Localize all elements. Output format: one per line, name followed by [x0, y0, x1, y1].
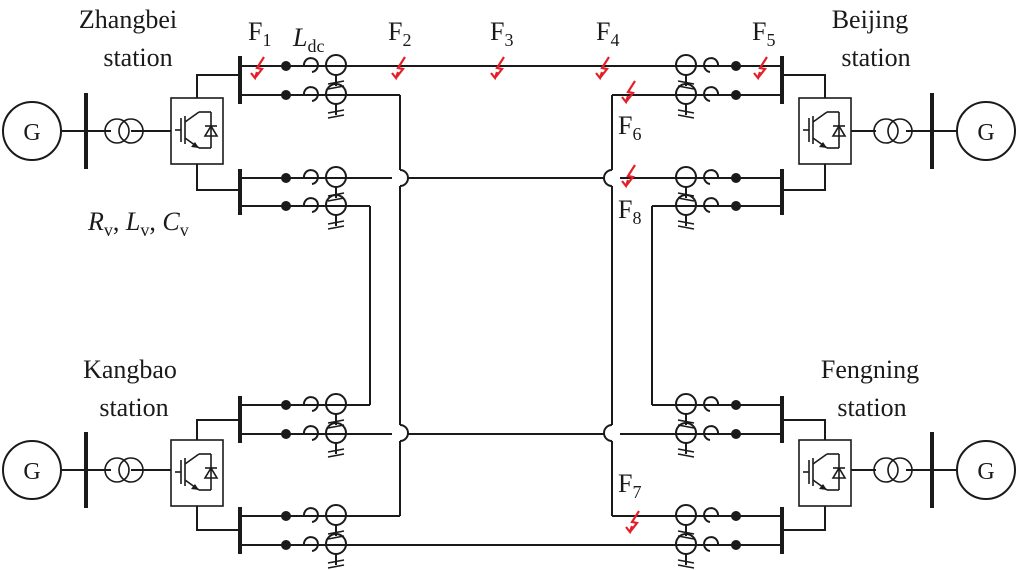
fault-marker-f6 [620, 79, 637, 104]
beijing-label-line1: Beijing [832, 5, 909, 34]
fault-label-f6: F6 [618, 111, 641, 144]
fault-label-f3: F3 [490, 17, 513, 50]
zhangbei-label-line2: station [103, 43, 172, 72]
kangbao-label-line2: station [99, 393, 168, 422]
fault-marker-f2 [390, 55, 407, 80]
fengning-label-line2: station [837, 393, 906, 422]
zhangbei-label-line1: Zhangbei [79, 5, 177, 34]
dc-buses [238, 56, 784, 554]
fault-marker-f4 [594, 55, 611, 80]
fault-markers [249, 55, 769, 534]
line-interfaces [239, 54, 783, 569]
fault-label-f7: F7 [618, 469, 641, 502]
fault-marker-f1 [249, 55, 266, 80]
transmission-lines [240, 65, 782, 546]
fault-label-f8: F8 [618, 195, 641, 228]
valve-parameters-label: Rv, Lv, Cv [87, 207, 189, 240]
fault-label-f4: F4 [596, 17, 619, 50]
kangbao-label-line1: Kangbao [83, 355, 177, 384]
fault-marker-f5 [752, 55, 769, 80]
zhangbei-converter [2, 74, 240, 191]
inductor-label: Ldc [292, 23, 324, 56]
fault-marker-f8 [620, 163, 637, 188]
kangbao-converter [2, 419, 240, 531]
generator-label-beijing: G [977, 120, 994, 146]
beijing-converter [782, 74, 1016, 191]
fault-marker-f3 [489, 55, 506, 80]
generator-label-fengning: G [977, 459, 994, 485]
fault-marker-f7 [624, 509, 641, 534]
fengning-generator [956, 440, 1016, 500]
fengning-label-line1: Fengning [821, 355, 919, 384]
fault-label-f1: F1 [248, 17, 271, 50]
kangbao-generator [2, 440, 62, 500]
beijing-generator [956, 101, 1016, 161]
generator-label-zhangbei: G [23, 120, 40, 146]
zhangbei-generator [2, 101, 62, 161]
generator-label-kangbao: G [23, 459, 40, 485]
fengning-converter [782, 419, 1016, 531]
beijing-label-line2: station [841, 43, 910, 72]
fault-label-f2: F2 [388, 17, 411, 50]
fault-label-f5: F5 [752, 17, 775, 50]
